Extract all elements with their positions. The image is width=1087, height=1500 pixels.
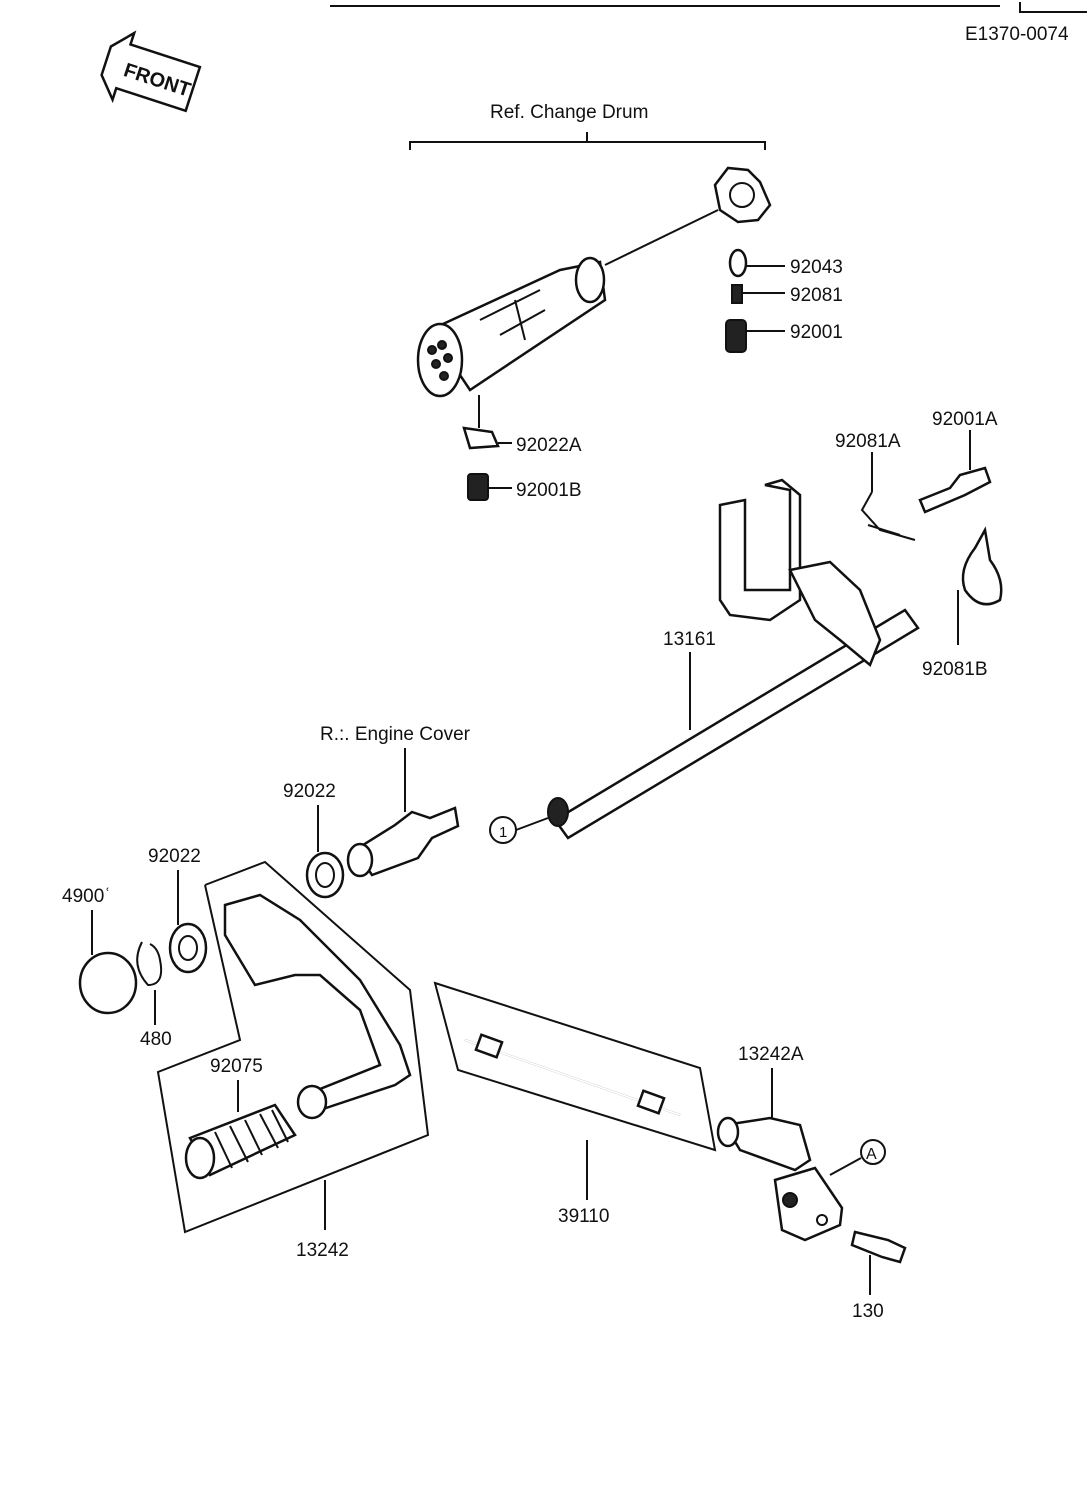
label-480: 480	[140, 1029, 172, 1050]
pedal-assembly-frame	[156, 860, 430, 1234]
marker-1-label: 1	[499, 824, 507, 841]
ref-engine-cover-label: R.:. Engine Cover	[320, 724, 471, 745]
bolt-92001B	[467, 473, 489, 501]
label-92081B: 92081B	[922, 659, 988, 680]
change-drum	[416, 256, 607, 398]
label-92001A: 92001A	[932, 409, 998, 430]
ref-change-drum-label: Ref. Change Drum	[490, 102, 648, 123]
plug-92001	[725, 319, 747, 353]
top-right-corner	[1019, 2, 1087, 13]
star-cam	[713, 166, 772, 224]
tie-rod-39110	[464, 1033, 681, 1116]
pivot-bolt	[353, 806, 460, 877]
spring-92081A	[860, 491, 916, 541]
label-13242A: 13242A	[738, 1044, 804, 1065]
spring-92081	[731, 284, 743, 304]
label-39110: 39110	[558, 1206, 609, 1227]
pivot-bolt-head	[346, 842, 374, 878]
label-92081A: 92081A	[835, 431, 901, 452]
shift-arm	[773, 1166, 844, 1242]
tie-rod-frame	[433, 981, 717, 1152]
marker-circle-a	[860, 1139, 886, 1165]
washer-92022A	[462, 426, 500, 450]
leader-marker-1	[515, 817, 549, 831]
label-92075: 92075	[210, 1056, 263, 1077]
diagram-id: E1370-0074	[965, 24, 1069, 45]
label-49006: 4900ʿ	[62, 886, 111, 907]
label-13242: 13242	[296, 1240, 349, 1261]
bolt-92001A	[918, 466, 992, 514]
washer-92022-upper	[305, 851, 345, 899]
spring-92081B	[961, 526, 1003, 606]
bolt-130	[850, 1230, 907, 1264]
o-ring-92043	[728, 248, 748, 278]
label-13161: 13161	[663, 629, 716, 650]
shift-pedal	[223, 893, 412, 1112]
label-92022A: 92022A	[516, 435, 582, 456]
star-cam-hub	[729, 182, 755, 208]
cap-49006	[78, 951, 138, 1015]
leader-marker-a	[829, 1157, 862, 1176]
label-92043: 92043	[790, 257, 843, 278]
washer-92022-lower	[168, 922, 208, 974]
drum-axis-line	[604, 209, 719, 266]
rod-end-13242A	[722, 1116, 812, 1172]
front-arrow-icon: FRONT	[100, 30, 202, 113]
pedal-rubber-92075	[184, 1103, 297, 1180]
label-92081: 92081	[790, 285, 843, 306]
label-130: 130	[852, 1301, 884, 1322]
pedal-tip	[296, 1084, 328, 1120]
label-92001: 92001	[790, 322, 843, 343]
shift-shaft-13161	[547, 478, 920, 840]
change-drum-bracket	[409, 132, 766, 150]
label-92022-lower: 92022	[148, 846, 201, 867]
label-92022-upper: 92022	[283, 781, 336, 802]
marker-a-label: A	[866, 1146, 877, 1163]
label-92001B: 92001B	[516, 480, 582, 501]
circlip-480	[136, 941, 163, 987]
